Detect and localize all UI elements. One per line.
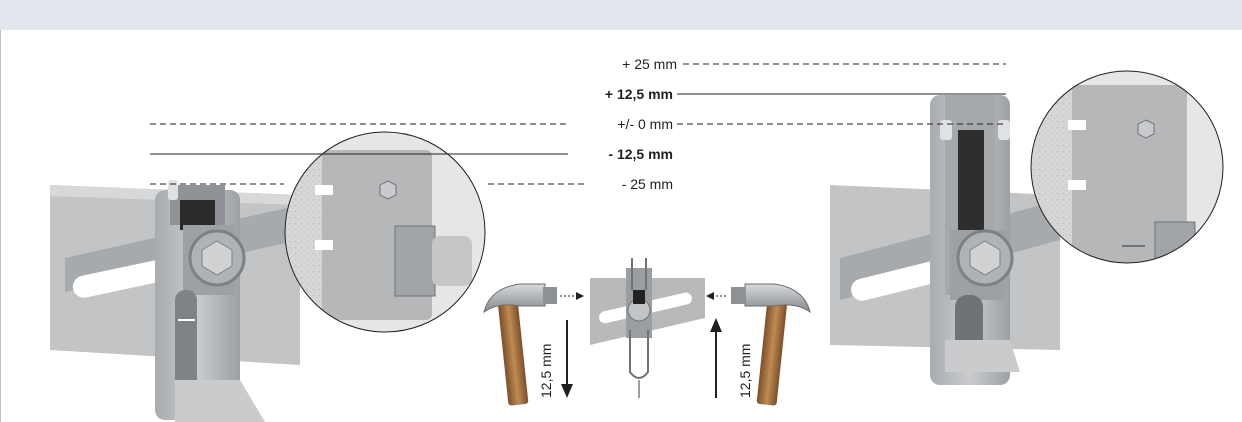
level-label-minus125: - 12,5 mm <box>608 146 673 162</box>
header-band <box>0 0 1242 30</box>
arrowhead-icon <box>576 292 584 300</box>
level-label-zero: +/- 0 mm <box>617 116 673 132</box>
level-label-minus25: - 25 mm <box>622 176 673 192</box>
zoom-detail-circle-right <box>1030 70 1224 264</box>
hammer-icon-right <box>731 283 811 406</box>
right-bracket-illustration <box>830 95 1060 385</box>
zoom-detail-circle-left <box>284 131 486 333</box>
level-lines <box>150 63 1006 185</box>
hammer-icon-left <box>483 283 557 406</box>
frame-left-border <box>0 30 1 422</box>
arrowhead-icon <box>706 292 714 300</box>
arrow-down-icon <box>561 320 573 398</box>
adjust-up-label: 12,5 mm <box>737 344 753 398</box>
adjust-down-label: 12,5 mm <box>538 344 554 398</box>
level-label-plus125: + 12,5 mm <box>605 86 673 102</box>
arrow-up-icon <box>710 318 722 398</box>
level-label-plus25: + 25 mm <box>622 56 677 72</box>
left-bracket-illustration <box>50 180 300 422</box>
center-bracket-mini <box>590 258 705 398</box>
